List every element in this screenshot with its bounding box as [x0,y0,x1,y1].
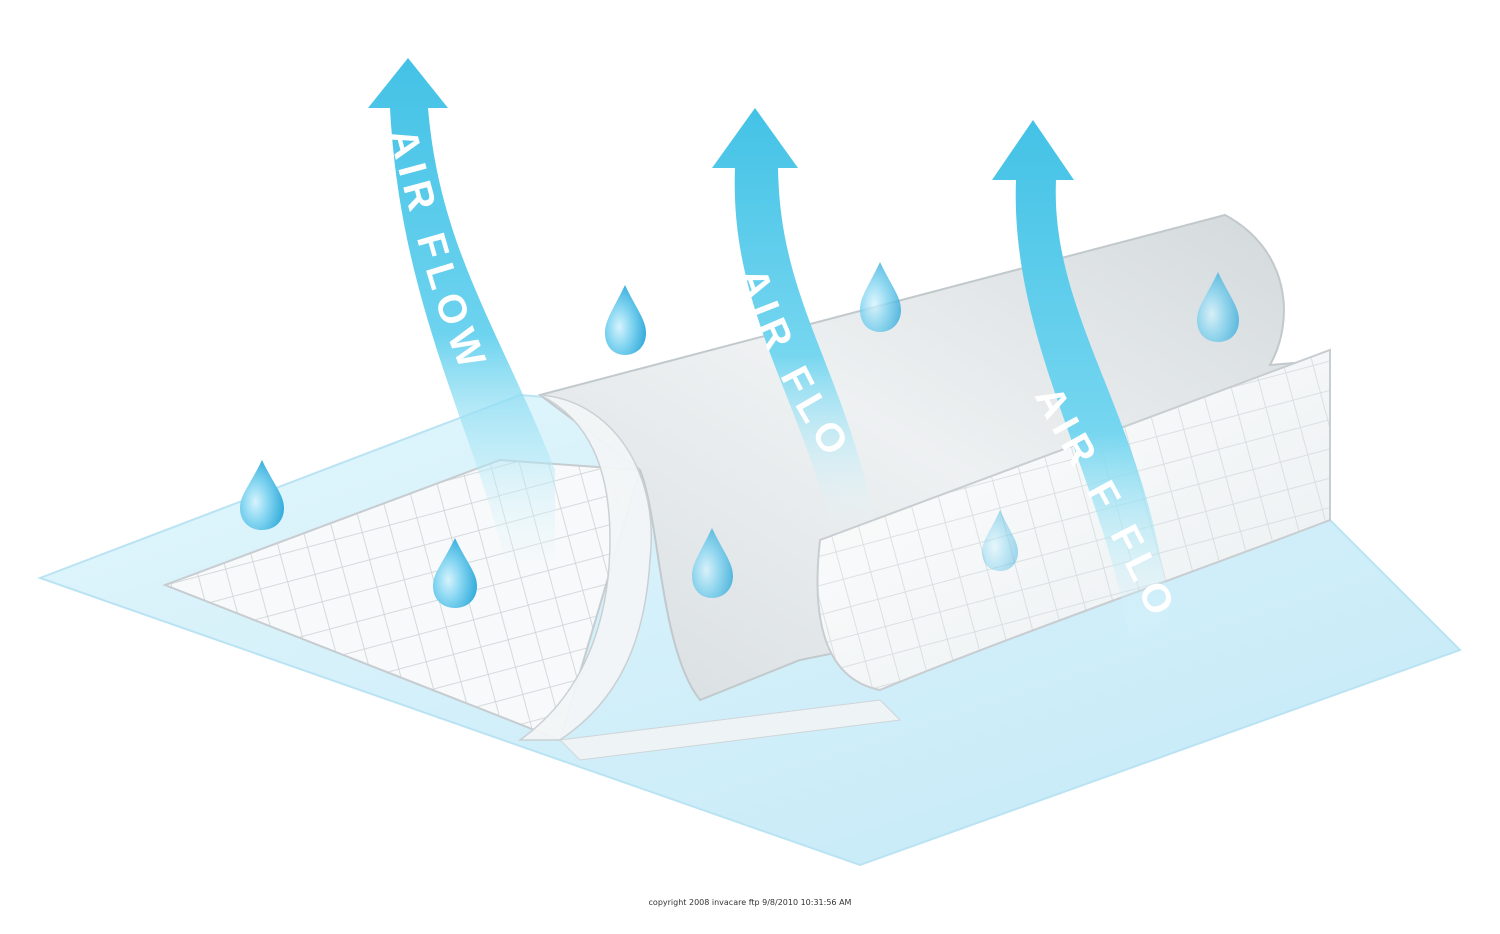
water-droplet [982,510,1018,571]
water-droplet [692,528,733,598]
copyright-notice: copyright 2008 invacare ftp 9/8/2010 10:… [648,898,852,907]
water-droplet [240,460,284,530]
water-droplet [860,262,901,332]
water-droplet [605,285,646,355]
water-droplet [433,538,477,608]
water-droplet [1197,272,1239,342]
pad-edge [558,699,902,761]
